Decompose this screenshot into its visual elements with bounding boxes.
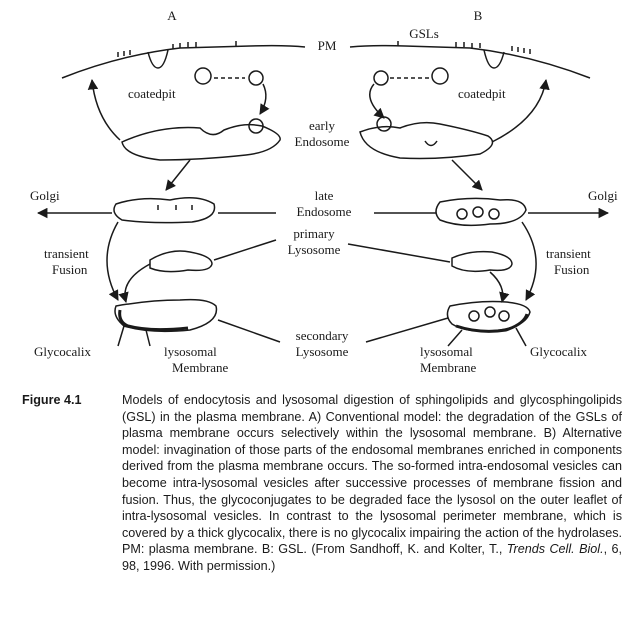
label-secondary-2: Lysosome — [296, 344, 349, 359]
coated-pit-a — [147, 49, 169, 69]
intra-endosomal-vesicle-1 — [456, 208, 468, 220]
uncoated-vesicle-a — [248, 70, 264, 86]
fusion-arrow-b-1 — [521, 221, 537, 301]
panel-label-a: A — [167, 8, 177, 23]
fusion-arrow-a-2 — [118, 263, 151, 304]
plasma-membrane-a — [61, 44, 306, 79]
secondary-lysosome-a — [114, 298, 218, 333]
leader-secondary-lysosome-a — [217, 319, 281, 343]
caption-text-main: Models of endocytosis and lysosomal dige… — [122, 393, 622, 557]
early-endosome-a — [121, 123, 281, 161]
late-endosome-receptors-a — [157, 205, 193, 210]
label-transient-b-2: Fusion — [554, 262, 590, 277]
early-endosome-vesicle-b — [376, 116, 392, 132]
coated-vesicle-a — [194, 67, 212, 85]
label-golgi-a: Golgi — [30, 188, 60, 203]
label-coatedpit-b: coatedpit — [458, 86, 506, 101]
endocytosis-diagram: A B PM GSLs coatedpit coatedpit early En… — [30, 8, 618, 375]
leader-glycocalix-b — [515, 327, 527, 347]
intra-endosomal-vesicle-2 — [472, 206, 484, 218]
label-primary-2: Lysosome — [288, 242, 341, 257]
label-secondary-1: secondary — [296, 328, 349, 343]
arrow-to-early-endosome-b — [369, 83, 385, 119]
label-primary-1: primary — [293, 226, 335, 241]
label-membrane-b-2: Membrane — [420, 360, 477, 375]
caption-text: Models of endocytosis and lysosomal dige… — [122, 392, 622, 575]
arrow-to-late-endosome-b — [451, 159, 483, 191]
leader-secondary-lysosome-b — [365, 317, 449, 343]
caption-journal: Trends Cell. Biol. — [506, 542, 604, 557]
intra-lysosomal-vesicle-2 — [484, 306, 496, 318]
caption-text-end: , 6, 98, 1996. With permission.) — [122, 542, 622, 573]
recycling-arrow-b — [491, 78, 550, 143]
label-pm: PM — [318, 38, 337, 53]
leader-primary-lysosome-a — [213, 239, 277, 261]
label-glycocalix-b: Glycocalix — [530, 344, 588, 359]
panel-label-b: B — [474, 8, 483, 23]
fusion-arrow-b-2 — [489, 271, 510, 304]
label-early-2: Endosome — [295, 134, 350, 149]
figure-label: Figure 4.1 — [22, 393, 82, 407]
coated-pit-b — [483, 49, 505, 69]
arrow-to-late-endosome-a — [165, 159, 191, 191]
early-endosome-vesicle-a — [248, 118, 264, 134]
recycling-arrow-a — [87, 78, 121, 141]
figure-caption: Figure 4.1 Models of endocytosis and lys… — [22, 392, 622, 575]
leader-membrane-a — [145, 329, 151, 347]
label-glycocalix-a: Glycocalix — [34, 344, 92, 359]
label-golgi-b: Golgi — [588, 188, 618, 203]
leader-glycocalix-a — [117, 325, 125, 347]
label-early-1: early — [309, 118, 335, 133]
fusion-arrow-a-1 — [106, 221, 119, 301]
late-endosome-a — [113, 197, 216, 224]
label-late-1: late — [315, 188, 334, 203]
label-membrane-a-1: lysosomal — [164, 344, 217, 359]
glycocalix-coat-a — [118, 309, 189, 332]
primary-lysosome-a — [149, 250, 213, 273]
gsl-ticks-a — [117, 41, 237, 57]
label-membrane-a-2: Membrane — [172, 360, 229, 375]
gsl-ticks-b — [397, 41, 531, 54]
early-endosome-b — [359, 121, 494, 160]
leader-membrane-b — [447, 329, 463, 347]
leader-primary-lysosome-b — [347, 243, 451, 263]
late-endosome-b — [435, 197, 527, 227]
invagination-b — [424, 140, 438, 147]
label-coatedpit-a: coatedpit — [128, 86, 176, 101]
label-transient-a-1: transient — [44, 246, 89, 261]
label-late-2: Endosome — [297, 204, 352, 219]
plasma-membrane-b — [349, 44, 591, 79]
primary-lysosome-b — [451, 250, 513, 273]
label-membrane-b-1: lysosomal — [420, 344, 473, 359]
glycocalix-coat-b — [455, 313, 529, 333]
label-transient-a-2: Fusion — [52, 262, 88, 277]
arrow-to-early-endosome-a — [259, 83, 270, 115]
uncoated-vesicle-b — [373, 70, 389, 86]
intra-lysosomal-vesicle-3 — [498, 310, 510, 322]
label-gsls: GSLs — [409, 26, 439, 41]
intra-endosomal-vesicle-3 — [488, 208, 500, 220]
label-transient-b-1: transient — [546, 246, 591, 261]
intra-lysosomal-vesicle-1 — [468, 310, 480, 322]
coated-vesicle-b — [431, 67, 449, 85]
